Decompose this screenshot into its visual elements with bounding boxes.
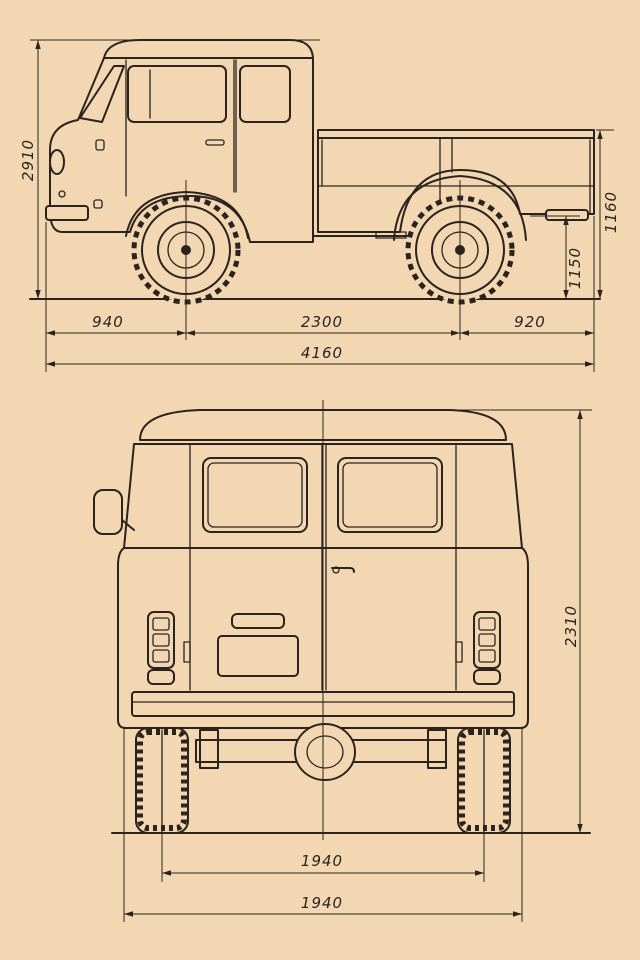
side-view-dimensions: 2910 1160 1150 940 2300 920 4160: [19, 39, 620, 372]
bed-height-label: 1160: [602, 191, 620, 233]
left-rear-tire: [135, 727, 189, 834]
right-rear-tire: [457, 727, 511, 834]
height-total-label: 2910: [19, 139, 37, 181]
side-view-drawing: [29, 39, 601, 340]
wheelbase-label: 2300: [301, 313, 343, 331]
track-label: 1940: [301, 852, 343, 870]
right-tail-light: [473, 611, 501, 685]
rear-view-dimensions: 2310 1940 1940: [123, 409, 592, 922]
left-tail-light: [147, 611, 175, 685]
length-total-label: 4160: [301, 344, 343, 362]
bed-floor-label: 1150: [566, 247, 584, 289]
rear-overhang-label: 920: [514, 313, 546, 331]
rear-height-label: 2310: [562, 605, 580, 647]
rear-view-drawing: [93, 400, 591, 840]
side-mirror: [93, 489, 135, 535]
width-total-label: 1940: [301, 894, 343, 912]
front-overhang-label: 940: [92, 313, 124, 331]
